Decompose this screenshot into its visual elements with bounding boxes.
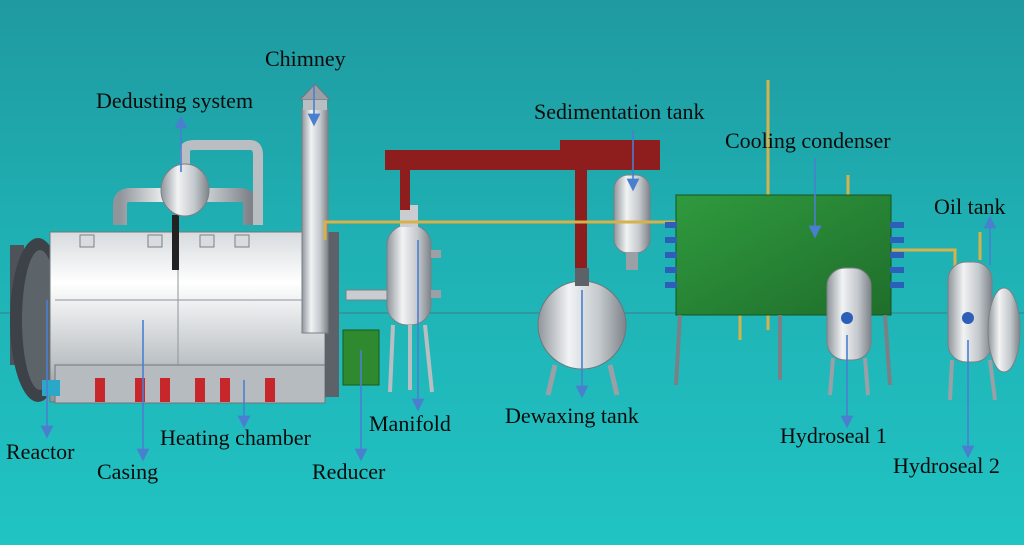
manifold-drawing (386, 205, 441, 393)
chimney-drawing (298, 83, 332, 334)
callout-arrows (40, 85, 997, 462)
label-heating-chamber: Heating chamber (160, 425, 311, 450)
dedusting-system-drawing (113, 140, 263, 225)
hydroseal-1-drawing (826, 267, 872, 396)
label-reducer: Reducer (312, 459, 386, 484)
label-oil-tank: Oil tank (934, 194, 1006, 219)
label-hydroseal-1: Hydroseal 1 (780, 423, 887, 448)
hydroseal-2-drawing (947, 261, 1021, 401)
label-sedimentation-tank: Sedimentation tank (534, 99, 705, 124)
red-pipework (385, 140, 660, 285)
label-reactor: Reactor (6, 439, 75, 464)
label-chimney: Chimney (265, 46, 346, 71)
label-dewaxing-tank: Dewaxing tank (505, 403, 639, 428)
label-manifold: Manifold (369, 411, 451, 436)
label-hydroseal-2: Hydroseal 2 (893, 453, 1000, 478)
sedimentation-tank-drawing (613, 174, 651, 270)
label-cooling-condenser: Cooling condenser (725, 128, 891, 153)
label-dedusting-system: Dedusting system (96, 88, 254, 113)
reactor-assembly (10, 215, 339, 404)
label-casing: Casing (97, 459, 159, 484)
